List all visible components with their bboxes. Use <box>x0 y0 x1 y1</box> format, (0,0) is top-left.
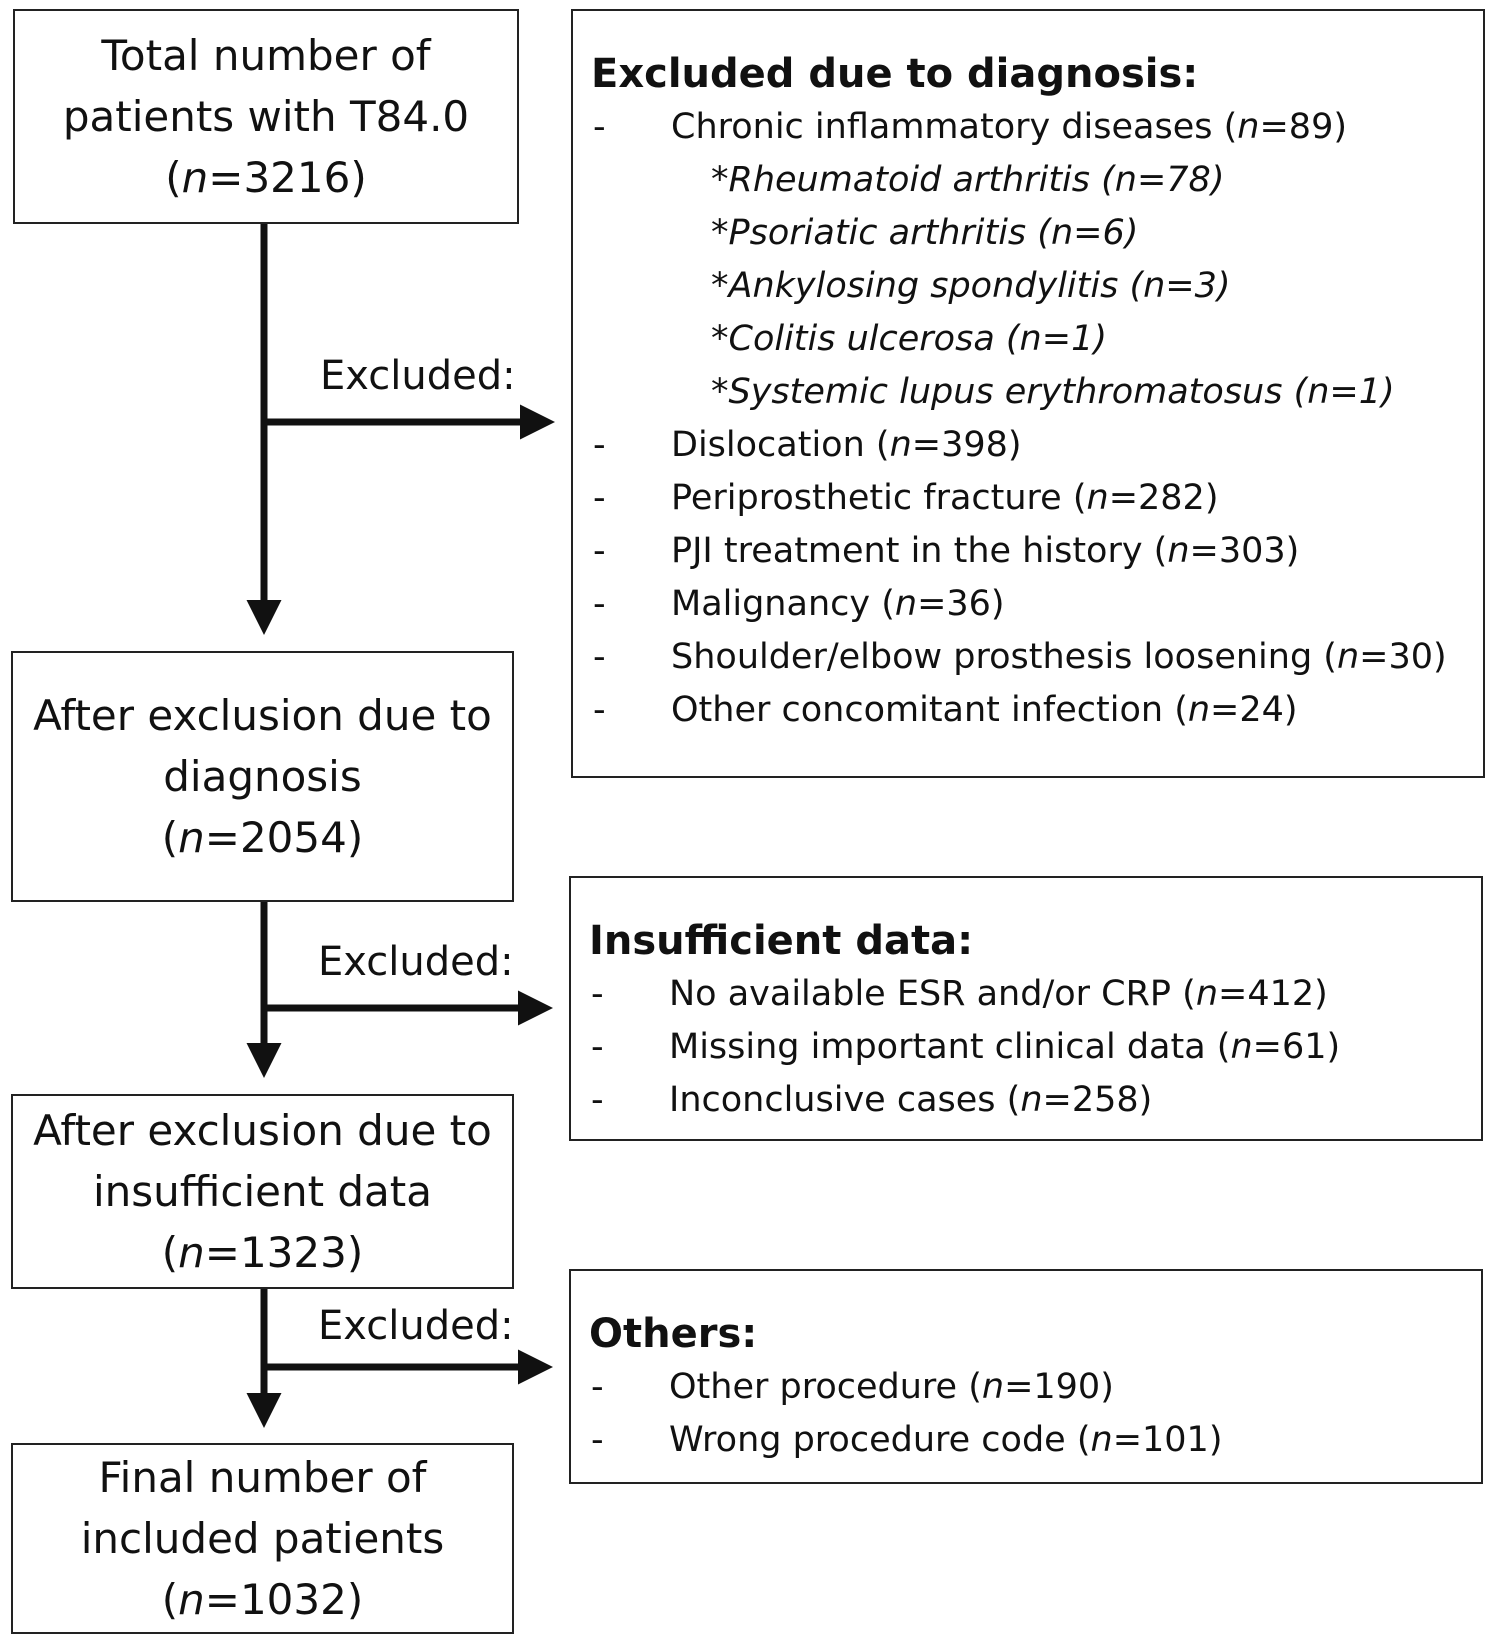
exclusion-item: -Chronic inflammatory diseases (n=89) <box>593 107 1347 147</box>
after-diagnosis-box: After exclusion due to diagnosis (n=2054… <box>11 651 514 902</box>
exclusion-others-heading: Others: <box>589 1311 758 1357</box>
after-insufficient-line2: insufficient data <box>92 1167 433 1216</box>
exclusion-item: -Dislocation (n=398) <box>593 425 1022 465</box>
exclusion-item: -Periprosthetic fracture (n=282) <box>593 478 1219 518</box>
final-line1: Final number of <box>98 1453 427 1502</box>
final-count: (n=1032) <box>161 1575 364 1624</box>
after-diagnosis-line2: diagnosis <box>163 752 362 801</box>
after-diagnosis-count: (n=2054) <box>161 813 364 862</box>
exclusion-others-box: Others: -Other procedure (n=190) -Wrong … <box>569 1269 1483 1484</box>
after-diagnosis-line1: After exclusion due to <box>33 691 492 740</box>
exclusion-item: -Other procedure (n=190) <box>591 1367 1114 1407</box>
exclusion-item: -Malignancy (n=36) <box>593 584 1005 624</box>
exclusion-diagnosis-heading: Excluded due to diagnosis: <box>591 51 1199 97</box>
excluded-label-3: Excluded: <box>318 1303 514 1349</box>
after-insufficient-count: (n=1323) <box>161 1228 364 1277</box>
exclusion-insufficient-box: Insufficient data: -No available ESR and… <box>569 876 1483 1141</box>
after-insufficient-box: After exclusion due to insufficient data… <box>11 1094 514 1289</box>
final-box: Final number of included patients (n=103… <box>11 1443 514 1634</box>
exclusion-subitem: *Psoriatic arthritis (n=6) <box>711 213 1139 253</box>
exclusion-diagnosis-box: Excluded due to diagnosis: -Chronic infl… <box>571 9 1485 778</box>
exclusion-item: -Other concomitant infection (n=24) <box>593 690 1298 730</box>
start-box: Total number of patients with T84.0 (n=3… <box>13 9 519 224</box>
excluded-label-1: Excluded: <box>320 353 516 399</box>
after-insufficient-line1: After exclusion due to <box>33 1106 492 1155</box>
start-line2: patients with T84.0 <box>62 92 470 141</box>
exclusion-item: -Missing important clinical data (n=61) <box>591 1027 1341 1067</box>
exclusion-item: -PJI treatment in the history (n=303) <box>593 531 1300 571</box>
exclusion-item: -Inconclusive cases (n=258) <box>591 1080 1153 1120</box>
exclusion-subitem: *Ankylosing spondylitis (n=3) <box>711 266 1231 306</box>
exclusion-subitem: *Systemic lupus erythromatosus (n=1) <box>711 372 1395 412</box>
exclusion-subitem: *Rheumatoid arthritis (n=78) <box>711 160 1225 200</box>
exclusion-item: -Wrong procedure code (n=101) <box>591 1420 1223 1460</box>
final-line2: included patients <box>80 1514 445 1563</box>
exclusion-item: -Shoulder/elbow prosthesis loosening (n=… <box>593 637 1447 677</box>
exclusion-insufficient-heading: Insufficient data: <box>589 918 974 964</box>
start-count: (n=3216) <box>165 153 367 202</box>
start-line1: Total number of <box>101 31 431 80</box>
exclusion-item: -No available ESR and/or CRP (n=412) <box>591 974 1328 1014</box>
excluded-label-2: Excluded: <box>318 939 514 985</box>
exclusion-subitem: *Colitis ulcerosa (n=1) <box>711 319 1107 359</box>
